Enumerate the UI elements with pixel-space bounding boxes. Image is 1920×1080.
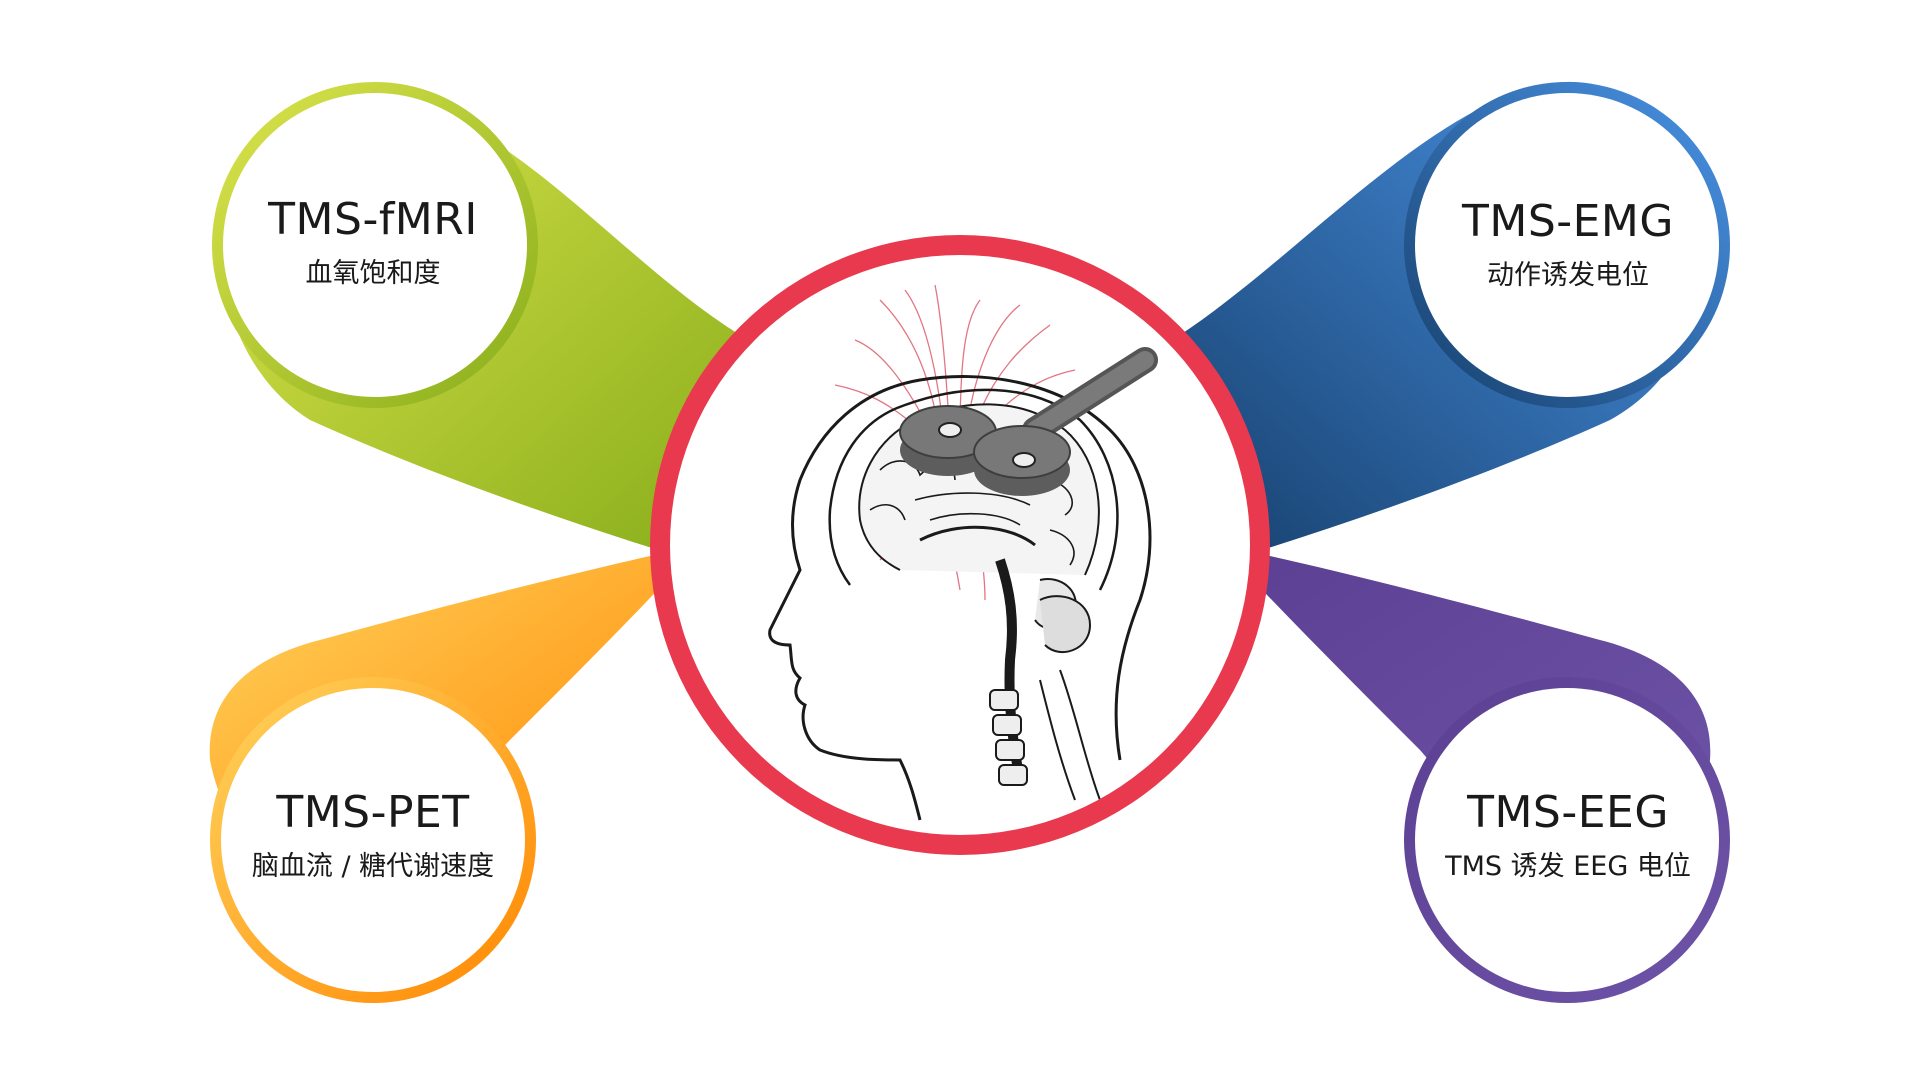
arm-emg: [1180, 81, 1730, 560]
node-pet: TMS-PET 脑血流 / 糖代谢速度: [213, 785, 533, 887]
node-fmri-title: TMS-fMRI: [268, 194, 478, 245]
center-node: [650, 235, 1270, 855]
node-circle-eeg: [1415, 688, 1719, 992]
node-circle-pet: [221, 688, 525, 992]
tms-coil: [899, 347, 1158, 496]
node-eeg-subtitle: TMS 诱发 EEG 电位: [1445, 851, 1691, 882]
arm-eeg: [1220, 545, 1730, 1003]
node-emg: TMS-EMG 动作诱发电位: [1408, 194, 1728, 296]
arm-pet: [209, 545, 700, 1003]
node-pet-title: TMS-PET: [276, 787, 470, 838]
node-emg-title: TMS-EMG: [1461, 196, 1674, 247]
arm-fmri: [212, 82, 741, 560]
node-emg-subtitle: 动作诱发电位: [1487, 260, 1649, 291]
node-circle-emg: [1415, 93, 1719, 397]
head-outline: [768, 375, 1152, 821]
node-fmri-subtitle: 血氧饱和度: [305, 258, 441, 289]
node-circle-fmri: [223, 93, 527, 397]
tms-head-illustration: [768, 284, 1158, 821]
node-eeg-title: TMS-EEG: [1467, 787, 1669, 838]
node-pet-subtitle: 脑血流 / 糖代谢速度: [251, 851, 495, 882]
node-fmri: TMS-fMRI 血氧饱和度: [213, 192, 533, 294]
node-eeg: TMS-EEG TMS 诱发 EEG 电位: [1408, 785, 1728, 887]
